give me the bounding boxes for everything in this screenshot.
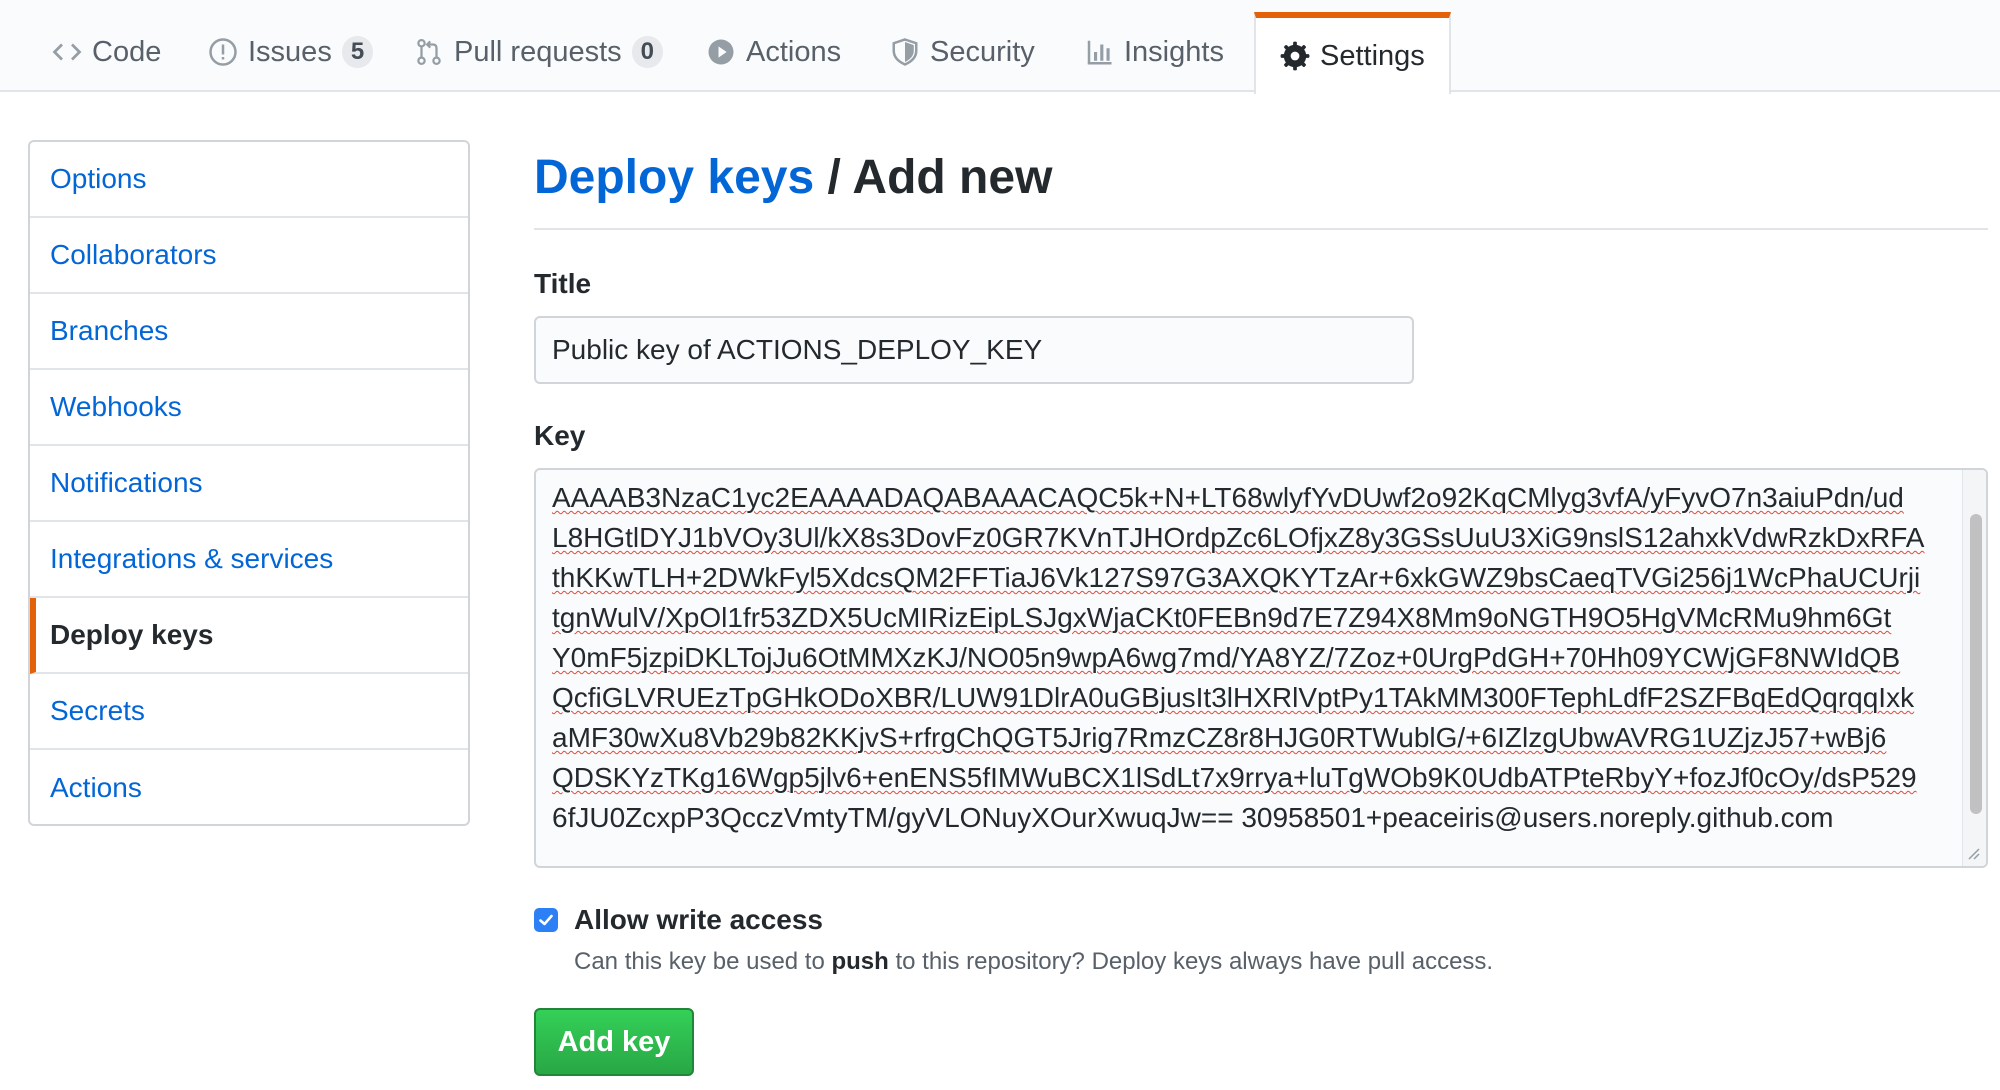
tab-settings-label: Settings (1320, 39, 1425, 72)
shield-icon (890, 37, 920, 67)
sidebar-item-integrations-services[interactable]: Integrations & services (30, 522, 468, 598)
sidebar-item-collaborators[interactable]: Collaborators (30, 218, 468, 294)
sidebar-item-options[interactable]: Options (30, 142, 468, 218)
tab-code-label: Code (92, 35, 162, 68)
tab-pull-requests-label: Pull requests (454, 35, 622, 68)
settings-sidebar: Options Collaborators Branches Webhooks … (28, 140, 470, 826)
key-textarea[interactable]: AAAAB3NzaC1yc2EAAAADAQABAAACAQC5k+N+LT68… (534, 468, 1988, 868)
note-suffix: to this repository? Deploy keys always h… (888, 948, 1494, 975)
key-line: 6fJU0ZcxpP3QcczVmtyTM/gyVLONuyXOurXwuqJw… (552, 802, 1834, 833)
tab-security[interactable]: Security (890, 12, 1035, 92)
add-key-button[interactable]: Add key (534, 1008, 694, 1076)
tab-security-label: Security (930, 35, 1035, 68)
resize-handle-icon[interactable] (1964, 844, 1980, 860)
key-line: AAAAB3NzaC1yc2EAAAADAQABAAACAQC5k+N+LT68… (552, 482, 1904, 513)
key-line: QDSKYzTKg16Wgp5jlv6+enENS5fIMWuBCX1lSdLt… (552, 762, 1917, 793)
page-title: Deploy keys / Add new (534, 150, 1052, 205)
tab-code[interactable]: Code (52, 12, 161, 92)
graph-icon (1084, 37, 1114, 67)
tab-pull-requests[interactable]: Pull requests 0 (414, 12, 664, 92)
tab-insights-label: Insights (1124, 35, 1224, 68)
key-line: aMF30wXu8Vb29b82KKjvS+rfrgChQGT5Jrig7Rmz… (552, 722, 1887, 753)
key-line: thKKwTLH+2DWkFyl5XdcsQM2FFTiaJ6Vk127S97G… (552, 562, 1921, 593)
breadcrumb-deploy-keys-link[interactable]: Deploy keys (534, 151, 815, 204)
issues-count-badge: 5 (341, 36, 374, 68)
allow-write-note: Can this key be used to push to this rep… (574, 948, 1493, 976)
key-textarea-content: AAAAB3NzaC1yc2EAAAADAQABAAACAQC5k+N+LT68… (552, 478, 1952, 838)
sidebar-item-branches[interactable]: Branches (30, 294, 468, 370)
note-prefix: Can this key be used to (574, 948, 832, 975)
tab-settings[interactable]: Settings (1254, 12, 1451, 94)
sidebar-item-secrets[interactable]: Secrets (30, 674, 468, 750)
title-label: Title (534, 268, 592, 299)
tab-insights[interactable]: Insights (1084, 12, 1224, 92)
gear-icon (1280, 41, 1310, 71)
allow-write-label[interactable]: Allow write access (574, 904, 824, 935)
tab-actions[interactable]: Actions (706, 12, 841, 92)
sidebar-item-deploy-keys[interactable]: Deploy keys (30, 598, 468, 674)
key-label: Key (534, 420, 586, 451)
pull-requests-count-badge: 0 (631, 36, 664, 68)
textarea-scrollbar-thumb[interactable] (1970, 514, 1982, 814)
tab-issues-label: Issues (248, 35, 332, 68)
heading-divider (534, 228, 1988, 230)
key-line: Y0mF5jzpiDKLTojJu6OtMMXzKJ/NO05n9wpA6wg7… (552, 642, 1901, 673)
checkmark-icon (539, 914, 553, 926)
key-line: QcfiGLVRUEzTpGHkODoXBR/LUW91DlrA0uGBjusI… (552, 682, 1915, 713)
sidebar-item-notifications[interactable]: Notifications (30, 446, 468, 522)
breadcrumb-separator: / (827, 151, 841, 204)
title-input[interactable] (534, 316, 1414, 384)
sidebar-item-webhooks[interactable]: Webhooks (30, 370, 468, 446)
git-pull-request-icon (414, 37, 444, 67)
repo-tab-nav: Code Issues 5 Pull requests 0 Actions Se… (0, 0, 2000, 94)
tab-issues[interactable]: Issues 5 (208, 12, 374, 92)
play-icon (706, 37, 736, 67)
code-icon (52, 37, 82, 67)
sidebar-item-actions[interactable]: Actions (50, 772, 142, 803)
breadcrumb-current: Add new (852, 151, 1053, 204)
allow-write-checkbox[interactable] (534, 908, 558, 932)
tab-actions-label: Actions (746, 35, 842, 68)
note-bold: push (831, 948, 889, 975)
issue-opened-icon (208, 37, 238, 67)
key-line: tgnWulV/XpOl1fr53ZDX5UcMIRizEipLSJgxWjaC… (552, 602, 1892, 633)
key-line: L8HGtlDYJ1bVOy3Ul/kX8s3DovFz0GR7KVnTJHOr… (552, 522, 1925, 553)
